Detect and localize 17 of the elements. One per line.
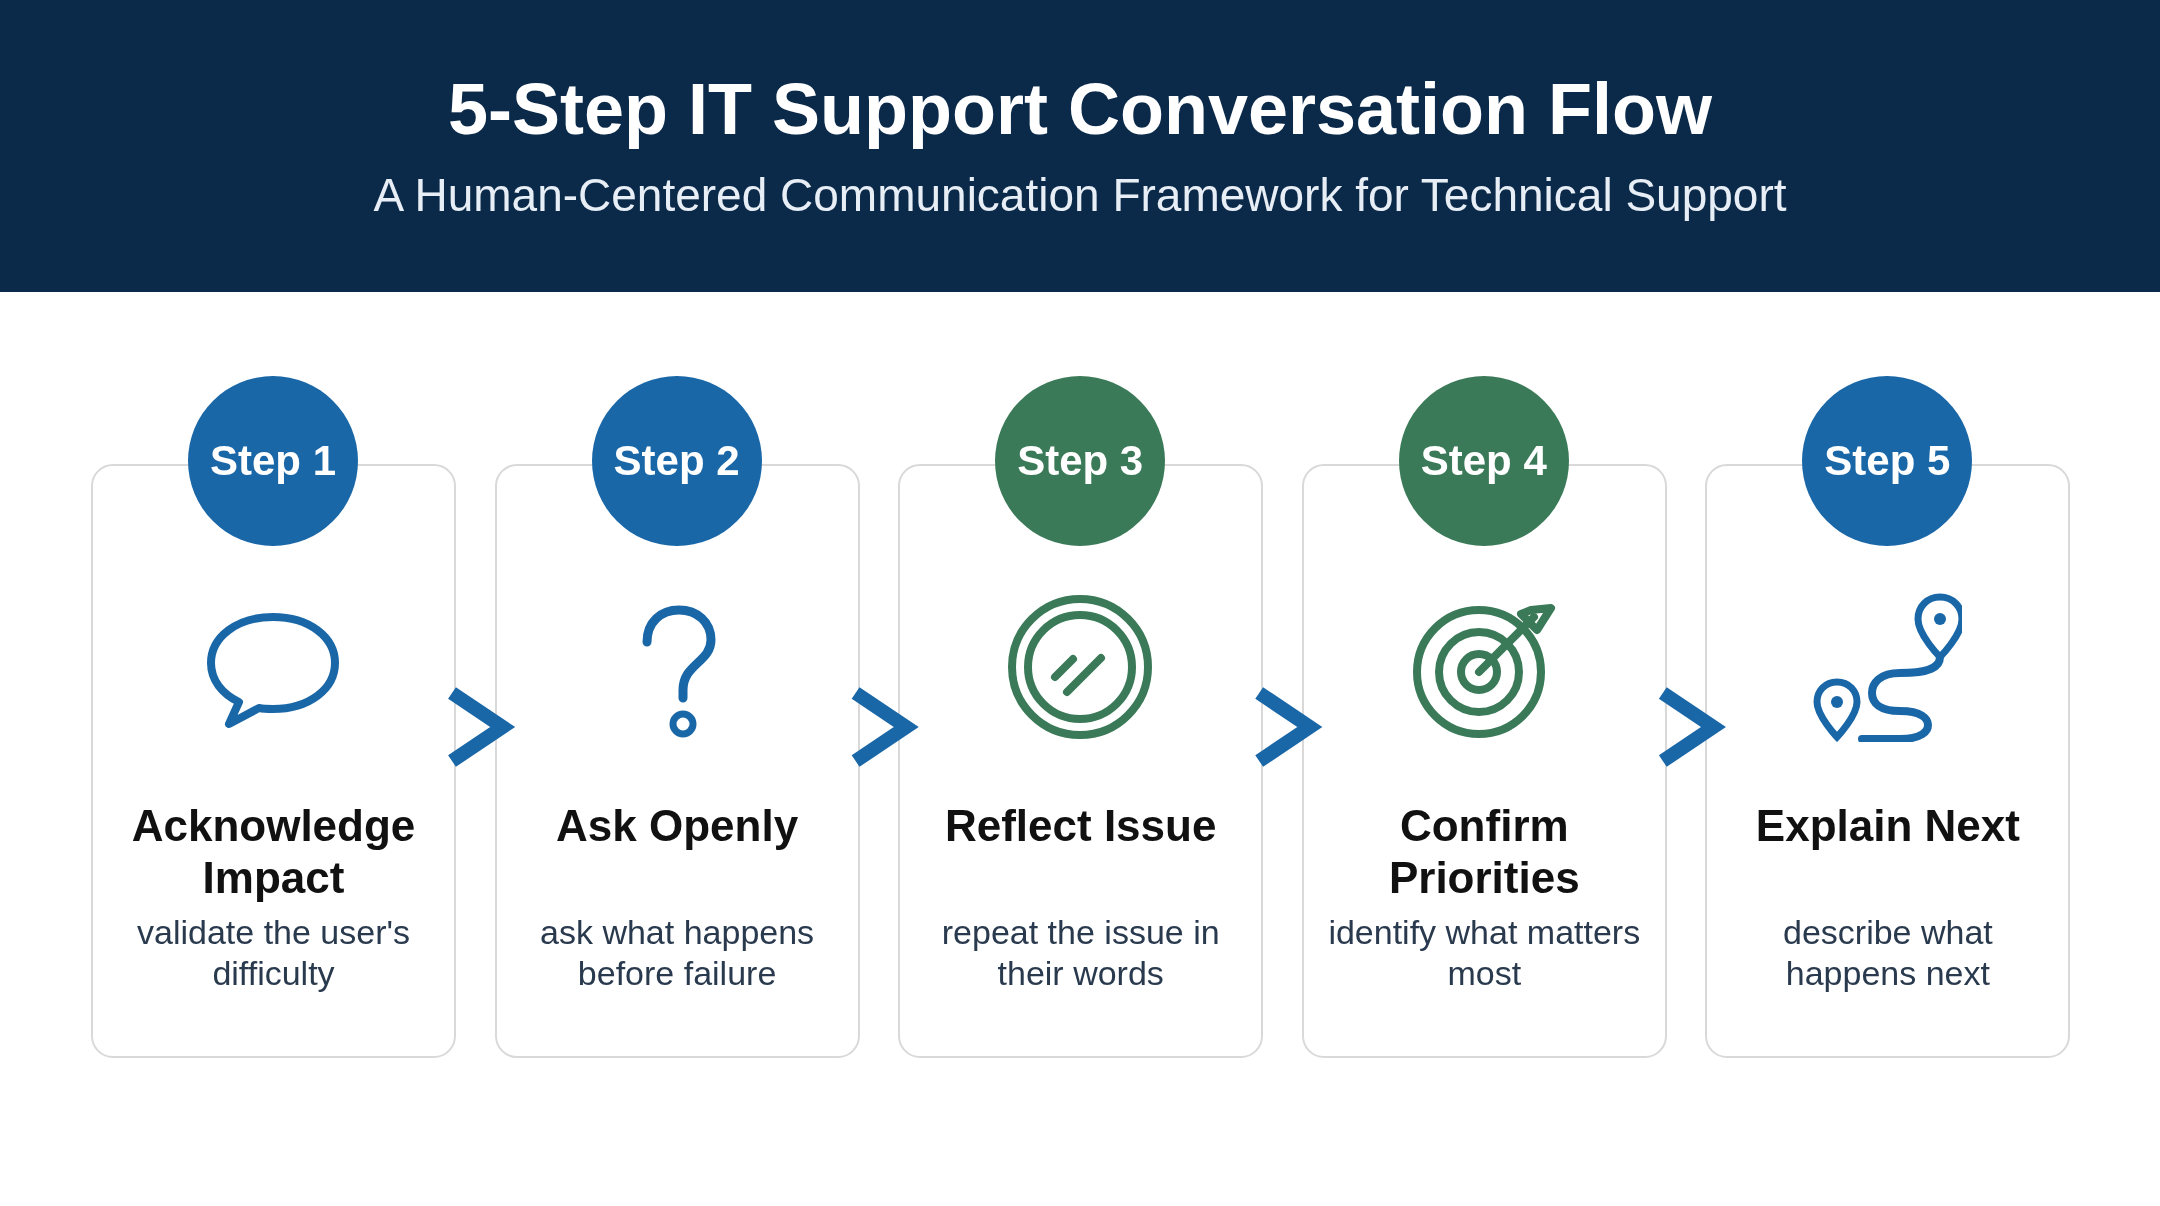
step-heading: Acknowledge Impact [130,800,417,904]
step-description: identify what matters most [1327,912,1642,994]
step-heading: Confirm Priorities [1387,800,1581,904]
step-badge: Step 2 [591,376,762,546]
step-badge: Step 3 [995,376,1166,546]
step-description: validate the user's difficulty [136,912,411,994]
step-badge: Step 5 [1802,376,1973,546]
title: 5-Step IT Support Conversation Flow [446,68,1713,150]
step-description: describe what happens next [1782,912,1994,994]
step-description: ask what happens before failure [539,912,816,994]
step-badge: Step 4 [1398,376,1569,546]
step-heading: Ask Openly [555,800,800,852]
step-heading: Reflect Issue [943,800,1218,852]
step-badge: Step 1 [188,376,358,546]
step-heading: Explain Next [1754,800,2021,852]
step-description: repeat the issue in their words [940,912,1221,994]
subtitle: A Human-Centered Communication Framework for Technical Support [372,168,1788,222]
